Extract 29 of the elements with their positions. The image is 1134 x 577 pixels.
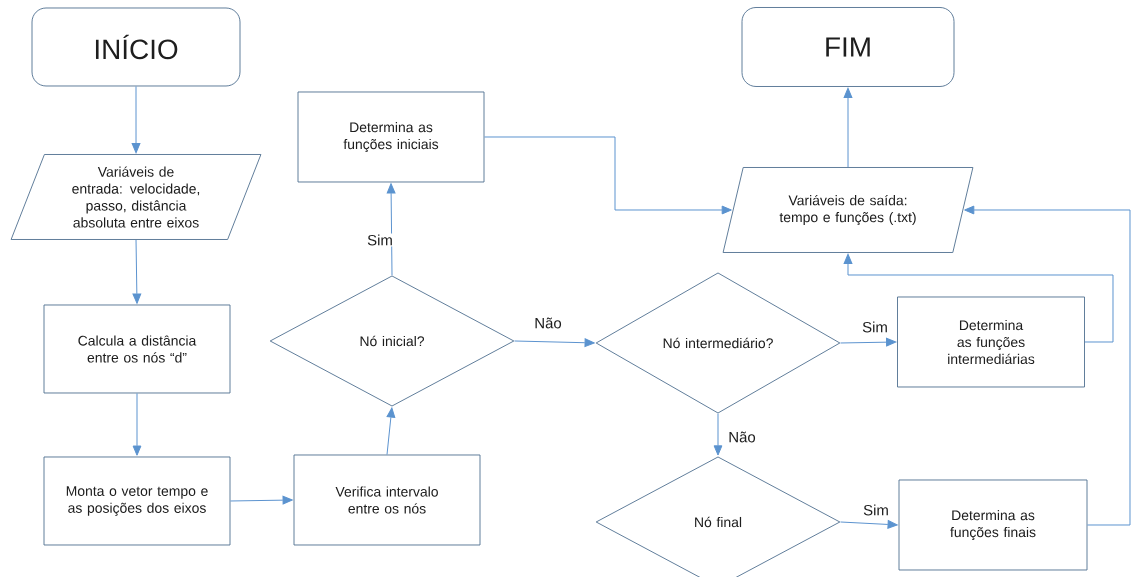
arrow [964, 205, 1131, 526]
edge-label: Sim [366, 233, 394, 247]
arrow [843, 87, 853, 168]
process-box: Determina as funções intermediárias [897, 296, 1085, 388]
edge-label: Sim [862, 503, 890, 517]
arrow [513, 338, 595, 348]
data-parallelogram: Variáveis de entrada: velocidade, passo, distância absoluta entre eixos [10, 154, 262, 240]
arrow [131, 85, 141, 154]
arrow [483, 136, 732, 215]
edge-label: Não [533, 316, 563, 330]
arrow [229, 495, 293, 505]
edge-label: Não [727, 430, 757, 444]
process-box: Calcula a distância entre os nós “d” [43, 304, 231, 394]
process-box: Monta o vetor tempo e as posições dos eixos [43, 456, 231, 546]
arrow [843, 253, 1114, 343]
arrow [839, 337, 897, 347]
process-box: Determina as funções iniciais [297, 91, 485, 183]
process-box: Verifica intervalo entre os nós [293, 454, 481, 546]
arrow [132, 392, 142, 456]
edge-label: Sim [861, 320, 889, 334]
arrow [386, 407, 396, 456]
arrow [386, 183, 396, 276]
process-box: Determina as funções finais [898, 479, 1088, 571]
arrow [713, 413, 723, 456]
arrow [132, 239, 142, 304]
terminal-box: INÍCIO [31, 7, 241, 87]
arrow [839, 520, 898, 529]
data-parallelogram: Variáveis de saída: tempo e funções (.txt) [722, 167, 974, 253]
terminal-box: FIM [741, 7, 955, 87]
